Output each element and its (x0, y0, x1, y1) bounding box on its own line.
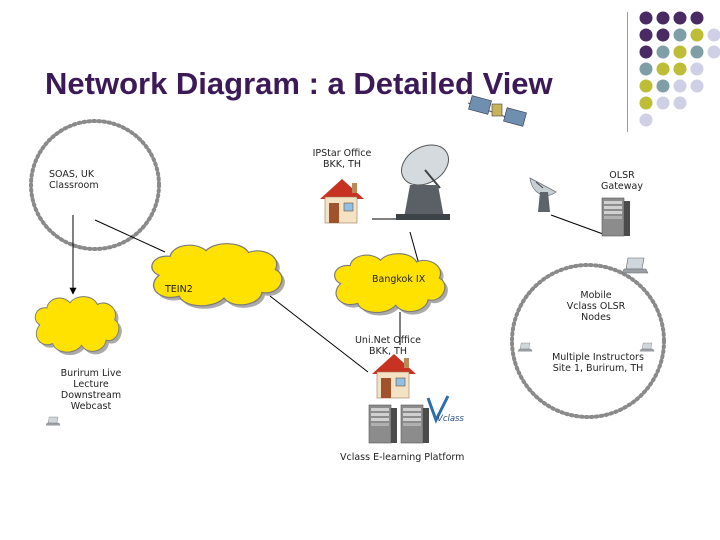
ipstar-office-house-icon (319, 178, 365, 224)
olsr-gateway-server-icon (601, 197, 631, 237)
ipstar-satellite-dish-icon (396, 144, 450, 220)
svg-text:Vclass: Vclass (437, 414, 464, 424)
buriram-cloud (34, 296, 122, 356)
link-tein2-uninet (269, 295, 369, 373)
tein2-cloud (151, 243, 285, 309)
soas-dotted-circle (29, 119, 161, 251)
vclass-platform-label: Vclass E-learning Platform (340, 452, 465, 463)
olsr-gateway-label: OLSR Gateway (601, 170, 643, 192)
uninet-office-house-icon (371, 353, 417, 399)
vclass-server-icon (400, 404, 430, 444)
link-gateway-server (550, 214, 604, 235)
decorative-dot-grid (639, 11, 720, 127)
slide-title: Network Diagram : a Detailed View (45, 66, 553, 101)
ipstar-label: IPStar Office BKK, TH (312, 148, 372, 170)
olsr-gateway-dish-icon (529, 177, 557, 213)
small-laptop-icon (639, 342, 655, 352)
connection-lines (69, 214, 604, 373)
small-laptop-icon (45, 416, 61, 426)
tein2-label: TEIN2 (165, 284, 193, 295)
decorative-vertical-line (627, 12, 628, 132)
buriram-label: Burirum Live Lecture Downstream Webcast (60, 368, 122, 412)
small-laptop-icon (517, 342, 533, 352)
uninet-label: Uni.Net Office BKK, TH (354, 335, 422, 357)
bangkok-ix-label: Bangkok IX (372, 274, 426, 285)
instructors-label: Multiple Instructors Site 1, Burirum, TH (552, 352, 644, 374)
soas-label: SOAS, UK Classroom (49, 169, 99, 191)
satellite-icon (467, 95, 527, 127)
mobile-nodes-dotted-circle (510, 263, 666, 419)
vclass-server-icon (368, 404, 398, 444)
vclass-logo: Vclass (426, 395, 464, 424)
laptop-icon (621, 257, 649, 274)
link-soas-tein2 (94, 219, 166, 253)
mobile-nodes-label: Mobile Vclass OLSR Nodes (566, 290, 626, 323)
